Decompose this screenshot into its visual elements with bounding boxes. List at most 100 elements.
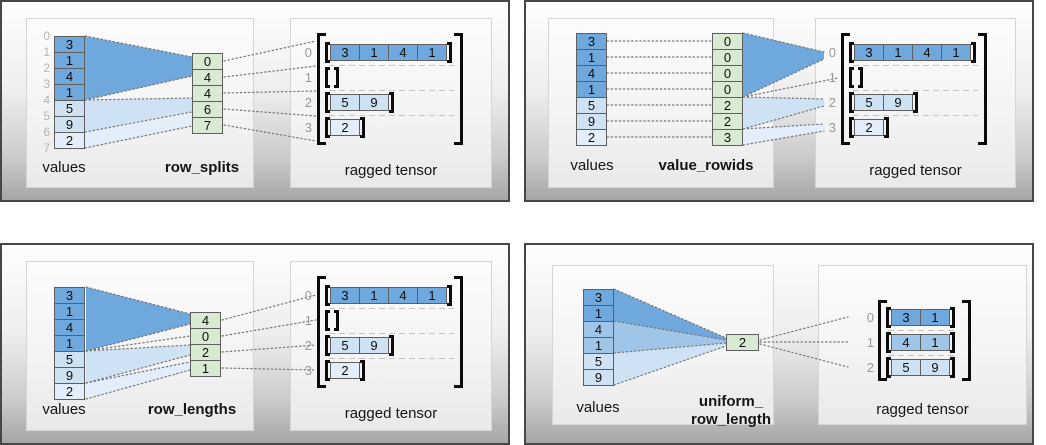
value-cell: 1 (583, 337, 614, 354)
value-cell: 3 (54, 287, 85, 304)
row-bracket-close (884, 117, 889, 138)
tensor-row: 3 1 4 1 (325, 285, 452, 306)
panel-row-splits: 0 1 2 3 4 5 6 7 3 1 4 1 5 9 2 0 4 4 6 7 … (0, 0, 510, 202)
encoding-label: row_splits (164, 159, 240, 176)
value-cell: 3 (583, 289, 614, 306)
tensor-cell: 5 (330, 337, 360, 354)
row-index: 1 (304, 70, 312, 85)
boundary-index: 4 (43, 93, 50, 107)
value-cell: 5 (576, 97, 607, 114)
panel-value-rowids: 3 1 4 1 5 9 2 0 0 0 0 2 2 3 values value… (524, 0, 1034, 202)
row-bracket-open (849, 92, 854, 113)
row-index: 3 (304, 120, 312, 135)
rowid-cell: 0 (712, 49, 743, 66)
tensor-cell: 1 (883, 44, 913, 61)
values-label: values (42, 159, 86, 176)
row-bracket-close (971, 42, 976, 63)
tensor-bracket-left (317, 33, 326, 145)
tensor-bracket-right (454, 276, 463, 388)
tensor-row: 3 1 4 1 (849, 42, 976, 63)
tensor-cell: 2 (330, 119, 360, 136)
tensor-row-empty (325, 310, 339, 331)
row-splits-cell: 4 (192, 69, 223, 86)
tensor-bracket-left (841, 33, 850, 145)
rowid-cell: 0 (712, 65, 743, 82)
tensor-cell: 1 (417, 287, 447, 304)
boundary-index: 5 (43, 109, 50, 123)
row-bracket-close (447, 285, 452, 306)
row-index: 1 (866, 335, 874, 350)
tensor-cell: 1 (417, 44, 447, 61)
row-index: 2 (304, 95, 312, 110)
row-bracket-open (849, 117, 854, 138)
row-bracket-open (325, 117, 330, 138)
values-column: 3 1 4 1 5 9 2 (576, 33, 607, 146)
row-bracket-close (360, 117, 365, 138)
row-splits-column: 0 4 4 6 7 (192, 53, 223, 134)
encoding-label: row_lengths (147, 401, 237, 418)
tensor-bracket-right (978, 33, 987, 145)
tensor-cell: 4 (891, 334, 921, 351)
rowid-cell: 0 (712, 81, 743, 98)
tensor-cell: 2 (330, 362, 360, 379)
tensor-cell: 4 (388, 287, 418, 304)
row-bracket-close (360, 360, 365, 381)
value-cell: 1 (583, 305, 614, 322)
tensor-row: 3 1 (886, 307, 955, 328)
tensor-cell: 3 (854, 44, 884, 61)
tensor-cell: 3 (330, 44, 360, 61)
rowid-cell: 2 (712, 113, 743, 130)
row-bracket-open (886, 332, 891, 353)
value-cell: 1 (54, 303, 85, 320)
ragged-tensor-label: ragged tensor (869, 162, 962, 179)
tensor-row: 3 1 4 1 (325, 42, 452, 63)
ragged-tensor-label: ragged tensor (344, 405, 438, 422)
row-bracket-close (858, 67, 863, 88)
value-cell: 9 (54, 116, 85, 133)
encoding-label-line2: row_length (690, 411, 771, 428)
uniform-row-length-column: 2 (726, 334, 759, 351)
tensor-row: 5 9 (325, 92, 394, 113)
tensor-cell: 3 (891, 309, 921, 326)
tensor-cell: 5 (330, 94, 360, 111)
tensor-cell: 1 (920, 334, 950, 351)
row-length-cell: 2 (190, 344, 221, 361)
tensor-cell: 9 (883, 94, 913, 111)
row-bracket-open (325, 360, 330, 381)
row-bracket-close (334, 67, 339, 88)
tensor-cell: 5 (854, 94, 884, 111)
tensor-cell: 3 (330, 287, 360, 304)
boundary-index: 2 (43, 61, 50, 75)
row-length-cell: 0 (190, 328, 221, 345)
values-label: values (42, 401, 86, 418)
values-label: values (570, 157, 614, 174)
values-label: values (576, 399, 620, 416)
values-column: 3 1 4 1 5 9 2 (54, 287, 85, 400)
value-cell: 5 (583, 353, 614, 370)
tensor-cell: 4 (912, 44, 942, 61)
tensor-row-empty (325, 67, 339, 88)
row-bracket-close (950, 307, 955, 328)
tensor-row: 5 9 (886, 357, 955, 378)
row-index: 0 (828, 45, 836, 60)
tensor-row: 5 9 (849, 92, 918, 113)
boundary-index: 1 (43, 45, 50, 59)
value-cell: 4 (576, 65, 607, 82)
value-cell: 1 (54, 52, 85, 69)
row-bracket-open (325, 285, 330, 306)
value-cell: 4 (54, 68, 85, 85)
tensor-cell: 1 (359, 44, 389, 61)
encoding-label: value_rowids (658, 157, 754, 174)
row-length-cell: 4 (190, 312, 221, 329)
row-index: 0 (304, 288, 312, 303)
values-column: 3 1 4 1 5 9 2 (54, 36, 85, 149)
row-index: 3 (828, 120, 836, 135)
value-cell: 5 (54, 100, 85, 117)
tensor-row-empty (849, 67, 863, 88)
value-cell: 4 (583, 321, 614, 338)
row-index: 2 (304, 338, 312, 353)
row-bracket-open (325, 335, 330, 356)
value-rowids-column: 0 0 0 0 2 2 3 (712, 33, 743, 146)
row-bracket-open (325, 310, 330, 331)
